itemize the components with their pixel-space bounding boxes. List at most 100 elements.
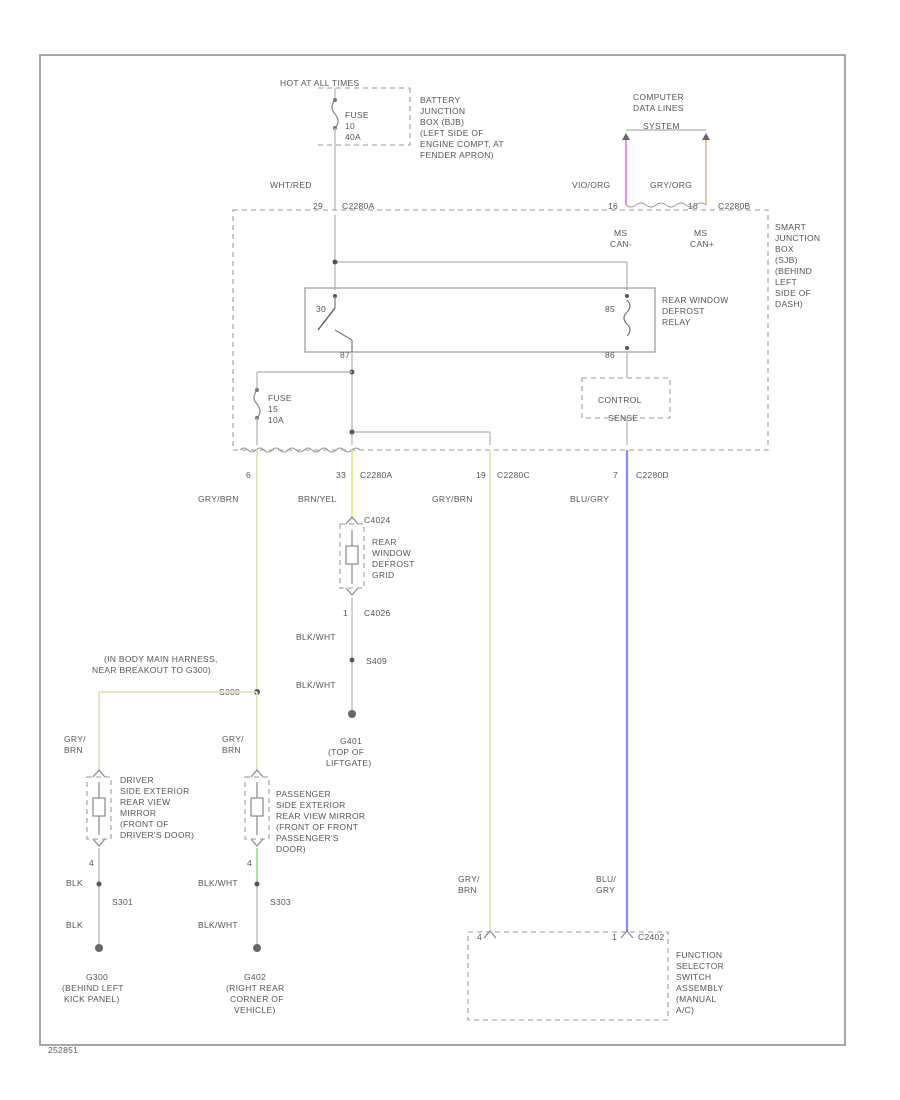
g300-label-2: (BEHIND LEFT [62, 983, 124, 993]
grid-label-3: DEFROST [372, 559, 415, 569]
g401-label-3: LIFTGATE) [326, 758, 372, 768]
harness-label-1: (IN BODY MAIN HARNESS, [104, 654, 218, 664]
blu-gry-2a-label: BLU/ [596, 874, 616, 884]
rear-window-defrost-relay [304, 287, 656, 353]
sjb-label-2: JUNCTION [775, 233, 820, 243]
relay-pin-30-label: 30 [316, 304, 326, 314]
figure-id-label: 252851 [48, 1045, 78, 1055]
ms-can-minus-label-2: CAN- [610, 239, 632, 249]
pin-4b-label: 4 [247, 858, 252, 868]
gry-brn-4b-label: BRN [222, 745, 241, 755]
sjb-label-4: (SJB) [775, 255, 798, 265]
sjb-label-1: SMART [775, 222, 806, 232]
s303-label: S303 [270, 897, 291, 907]
gry-brn-3a-label: GRY/ [64, 734, 86, 744]
harness-label-2: NEAR BREAKOUT TO G300) [92, 665, 211, 675]
g401-label-2: (TOP OF [328, 747, 364, 757]
blk-wht-label-4: BLK/WHT [198, 920, 238, 930]
c2280b-top-label: C2280B [718, 201, 751, 211]
gry-brn-label-1: GRY/BRN [198, 494, 239, 504]
bjb-label-6: FENDER APRON) [420, 150, 494, 160]
fss-label-5: (MANUAL [676, 994, 716, 1004]
c2280d-label: C2280D [636, 470, 669, 480]
sjb-label-7: SIDE OF [775, 288, 811, 298]
blk-wht-label-3: BLK/WHT [198, 878, 238, 888]
pin-18-label: 18 [688, 201, 698, 211]
fuse-top-label-3: 40A [345, 132, 361, 142]
passenger-side-mirror-heater: PASSENGER SIDE EXTERIOR REAR VIEW MIRROR… [198, 769, 365, 1015]
driver-label-5: (FRONT OF [120, 819, 169, 829]
fuse-top-label-2: 10 [345, 121, 355, 131]
relay-pin-85-label: 85 [605, 304, 615, 314]
passenger-label-3: REAR VIEW MIRROR [276, 811, 365, 821]
g402-label-2: (RIGHT REAR [226, 983, 284, 993]
pin-29-label: 29 [313, 201, 323, 211]
fss-label-3: SWITCH [676, 972, 711, 982]
blu-gry-label-1: BLU/GRY [570, 494, 609, 504]
smart-junction-box: SMART JUNCTION BOX (SJB) (BEHIND LEFT SI… [232, 209, 820, 453]
gry-brn-label-2: GRY/BRN [432, 494, 473, 504]
cdl-label-3: SYSTEM [643, 121, 680, 131]
relay-pin-87-label: 87 [340, 350, 350, 360]
c4026-label: C4026 [364, 608, 391, 618]
cdl-label-2: DATA LINES [633, 103, 684, 113]
pin-33-label: 33 [336, 470, 346, 480]
driver-label-2: SIDE EXTERIOR [120, 786, 190, 796]
fss-label-2: SELECTOR [676, 961, 724, 971]
relay-label-3: RELAY [662, 317, 691, 327]
pin-7-label: 7 [613, 470, 618, 480]
gry-org-label: GRY/ORG [650, 180, 692, 190]
passenger-label-4: (FRONT OF FRONT [276, 822, 358, 832]
rear-window-defrost-grid: C4024 REAR WINDOW DEFROST GRID 1 C4026 B… [296, 515, 415, 768]
diagram-frame [39, 54, 846, 1046]
brn-yel-label: BRN/YEL [298, 494, 336, 504]
passenger-label-1: PASSENGER [276, 789, 331, 799]
fss-label-1: FUNCTION [676, 950, 722, 960]
blk-label-1: BLK [66, 878, 83, 888]
gry-brn-4a-label: GRY/ [222, 734, 244, 744]
computer-data-lines: COMPUTER DATA LINES SYSTEM VIO/ORG GRY/O… [572, 92, 751, 211]
pin-6-label: 6 [246, 470, 251, 480]
blk-wht-label-1: BLK/WHT [296, 632, 336, 642]
fuse-10-symbol [331, 88, 339, 130]
wht-red-label: WHT/RED [270, 180, 312, 190]
driver-label-3: REAR VIEW [120, 797, 170, 807]
vio-org-label: VIO/ORG [572, 180, 610, 190]
s301-label: S301 [112, 897, 133, 907]
bjb-label-1: BATTERY [420, 95, 461, 105]
gry-brn-5a-label: GRY/ [458, 874, 480, 884]
control-label-1: CONTROL [598, 395, 642, 405]
passenger-label-5: PASSENGER'S [276, 833, 339, 843]
cdl-label-1: COMPUTER [633, 92, 684, 102]
c4024-label: C4024 [364, 515, 391, 525]
pin-4a-label: 4 [89, 858, 94, 868]
bjb-label-2: JUNCTION [420, 106, 465, 116]
gry-brn-3b-label: BRN [64, 745, 83, 755]
grid-label-1: REAR [372, 537, 397, 547]
fss-label-4: ASSEMBLY [676, 983, 724, 993]
control-label-2: SENSE [608, 413, 638, 423]
s409-label: S409 [366, 656, 387, 666]
g401-label-1: G401 [340, 736, 362, 746]
grid-label-2: WINDOW [372, 548, 411, 558]
pin-19-label: 19 [476, 470, 486, 480]
sjb-label-6: LEFT [775, 277, 797, 287]
pin-16-label: 16 [608, 201, 618, 211]
gry-brn-5b-label: BRN [458, 885, 477, 895]
bjb-label-4: (LEFT SIDE OF [420, 128, 484, 138]
pin-c1-label: 4 [477, 932, 482, 942]
pin-c2-label: 1 [612, 932, 617, 942]
c2402-label: C2402 [638, 932, 665, 942]
g402-label-1: G402 [244, 972, 266, 982]
sjb-label-8: DASH) [775, 299, 803, 309]
ms-can-plus-label-2: CAN+ [690, 239, 714, 249]
fss-label-6: A/C) [676, 1005, 694, 1015]
bjb-label-5: ENGINE COMPT, AT [420, 139, 504, 149]
c2280c-label: C2280C [497, 470, 530, 480]
pin-1-label: 1 [343, 608, 348, 618]
c2280a-mid-label: C2280A [360, 470, 393, 480]
relay-pin-86-label: 86 [605, 350, 615, 360]
g402-label-3: CORNER OF [230, 994, 284, 1004]
c2280a-top-label: C2280A [342, 201, 375, 211]
